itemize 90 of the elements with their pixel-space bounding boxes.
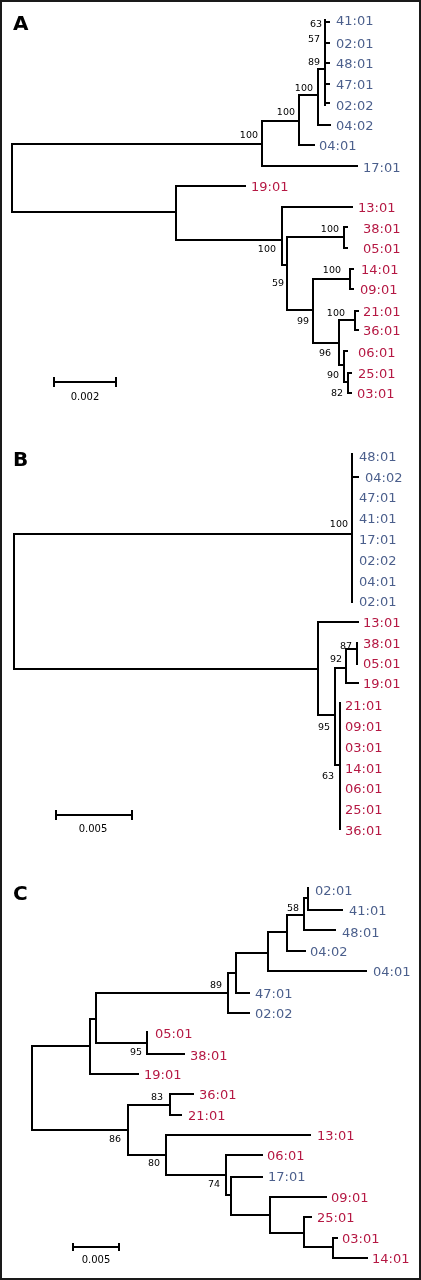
bootstrap-value: 59 [271, 278, 284, 288]
taxon-label: 38:01 [363, 636, 401, 650]
taxon-label: 21:01 [363, 304, 401, 318]
taxon-label: 36:01 [199, 1087, 237, 1101]
taxon-label: 21:01 [188, 1108, 226, 1122]
bootstrap-value: 100 [276, 107, 295, 117]
taxon-label: 04:01 [359, 574, 397, 588]
bootstrap-value: 99 [296, 316, 309, 326]
taxon-label: 21:01 [345, 698, 383, 712]
taxon-label: 41:01 [359, 511, 397, 525]
taxon-label: 02:01 [359, 594, 397, 608]
bootstrap-value: 57 [307, 34, 320, 44]
taxon-label: 14:01 [345, 761, 383, 775]
taxon-label: 48:01 [359, 449, 397, 463]
taxon-label: 02:02 [336, 98, 374, 112]
bootstrap-value: 100 [320, 224, 339, 234]
taxon-label: 05:01 [363, 241, 401, 255]
panel-letter: A [13, 13, 29, 33]
taxon-label: 02:01 [315, 883, 353, 897]
scale-value: 0.005 [81, 1255, 111, 1265]
bootstrap-value: 100 [329, 519, 348, 529]
taxon-label: 25:01 [345, 802, 383, 816]
taxon-label: 14:01 [372, 1251, 410, 1265]
taxon-label: 13:01 [317, 1128, 355, 1142]
bootstrap-value: 95 [129, 1047, 142, 1057]
bootstrap-value: 100 [257, 244, 276, 254]
taxon-label: 25:01 [358, 366, 396, 380]
bootstrap-value: 74 [207, 1179, 220, 1189]
taxon-label: 03:01 [342, 1231, 380, 1245]
bootstrap-value: 100 [239, 130, 258, 140]
taxon-label: 02:02 [255, 1006, 293, 1020]
panel-letter: B [13, 449, 29, 469]
panel-letter: C [13, 883, 28, 903]
bootstrap-value: 89 [209, 980, 222, 990]
bootstrap-value: 83 [150, 1092, 163, 1102]
bootstrap-value: 100 [294, 83, 313, 93]
taxon-label: 17:01 [359, 532, 397, 546]
bootstrap-value: 82 [330, 388, 343, 398]
taxon-label: 17:01 [268, 1169, 306, 1183]
taxon-label: 47:01 [336, 77, 374, 91]
taxon-label: 03:01 [345, 740, 383, 754]
scale-value: 0.002 [70, 392, 100, 402]
taxon-label: 06:01 [267, 1148, 305, 1162]
taxon-label: 05:01 [155, 1026, 193, 1040]
bootstrap-value: 100 [326, 308, 345, 318]
bootstrap-value: 89 [307, 57, 320, 67]
bootstrap-value: 63 [309, 19, 322, 29]
bootstrap-value: 92 [329, 654, 342, 664]
taxon-label: 19:01 [144, 1067, 182, 1081]
taxon-label: 19:01 [251, 179, 289, 193]
taxon-label: 09:01 [345, 719, 383, 733]
taxon-label: 05:01 [363, 656, 401, 670]
taxon-label: 48:01 [342, 925, 380, 939]
bootstrap-value: 80 [147, 1158, 160, 1168]
bootstrap-value: 86 [108, 1134, 121, 1144]
taxon-label: 47:01 [255, 986, 293, 1000]
taxon-label: 06:01 [358, 345, 396, 359]
taxon-label: 36:01 [345, 823, 383, 837]
bootstrap-value: 90 [326, 370, 339, 380]
taxon-label: 06:01 [345, 781, 383, 795]
taxon-label: 25:01 [317, 1210, 355, 1224]
taxon-label: 04:01 [319, 138, 357, 152]
bootstrap-value: 87 [339, 641, 352, 651]
taxon-label: 19:01 [363, 676, 401, 690]
taxon-label: 47:01 [359, 490, 397, 504]
taxon-label: 38:01 [363, 221, 401, 235]
taxon-label: 09:01 [331, 1190, 369, 1204]
scale-value: 0.005 [78, 824, 108, 834]
taxon-label: 04:02 [365, 470, 403, 484]
taxon-label: 04:02 [310, 944, 348, 958]
taxon-label: 36:01 [363, 323, 401, 337]
bootstrap-value: 95 [317, 722, 330, 732]
bootstrap-value: 63 [321, 771, 334, 781]
bootstrap-value: 58 [286, 903, 299, 913]
taxon-label: 04:02 [336, 118, 374, 132]
bootstrap-value: 96 [318, 348, 331, 358]
bootstrap-value: 100 [322, 265, 341, 275]
taxon-label: 13:01 [358, 200, 396, 214]
taxon-label: 41:01 [349, 903, 387, 917]
taxon-label: 09:01 [360, 282, 398, 296]
taxon-label: 13:01 [363, 615, 401, 629]
taxon-label: 14:01 [361, 262, 399, 276]
taxon-label: 38:01 [190, 1048, 228, 1062]
taxon-label: 02:01 [336, 36, 374, 50]
taxon-label: 03:01 [357, 386, 395, 400]
taxon-label: 04:01 [373, 964, 411, 978]
taxon-label: 41:01 [336, 13, 374, 27]
taxon-label: 17:01 [363, 160, 401, 174]
taxon-label: 48:01 [336, 56, 374, 70]
taxon-label: 02:02 [359, 553, 397, 567]
